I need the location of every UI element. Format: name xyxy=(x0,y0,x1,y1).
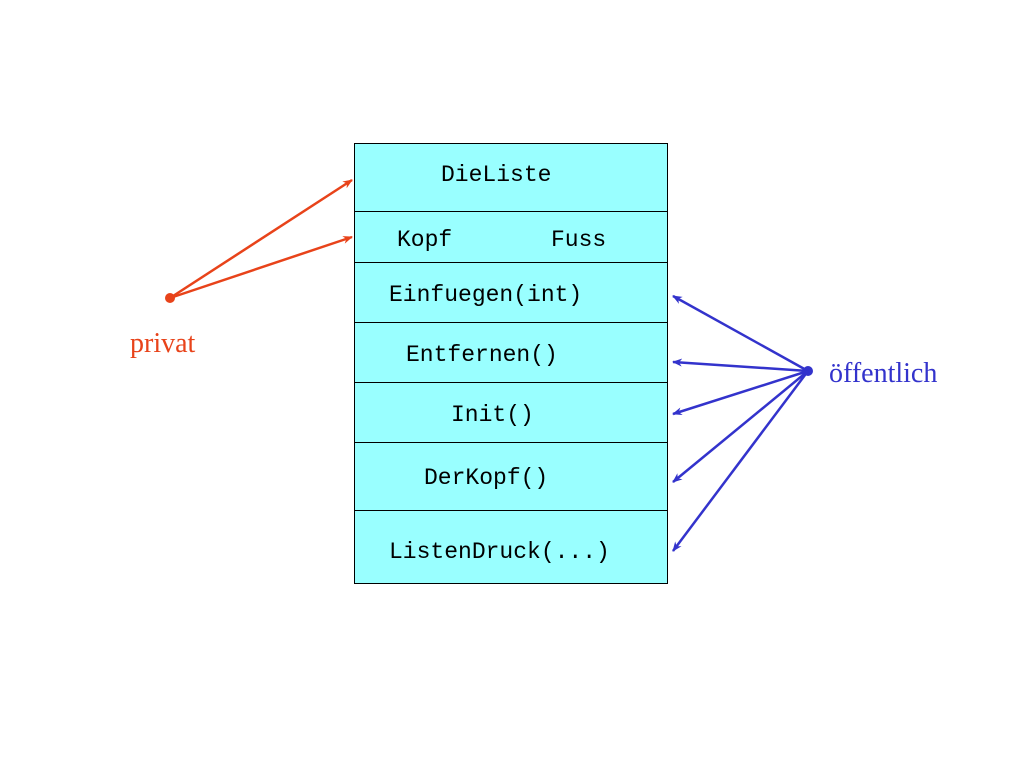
method-entfernen: Entfernen() xyxy=(406,342,558,368)
attribute-kopf: Kopf xyxy=(397,227,453,253)
attribute-fuss: Fuss xyxy=(551,227,607,253)
method-row-entfernen: Entfernen() xyxy=(355,323,667,383)
public-arrow-derkopf xyxy=(672,370,809,483)
private-arrow-to-class-name xyxy=(169,178,353,300)
class-name-row: DieListe xyxy=(355,144,667,212)
method-row-listendruck: ListenDruck(...) xyxy=(355,511,667,585)
attributes-row: Kopf Fuss xyxy=(355,212,667,263)
method-row-derkopf: DerKopf() xyxy=(355,443,667,511)
method-init: Init() xyxy=(451,402,534,428)
private-arrow-to-attributes xyxy=(169,235,353,300)
method-row-init: Init() xyxy=(355,383,667,443)
public-arrows xyxy=(672,294,813,552)
method-listendruck: ListenDruck(...) xyxy=(389,539,610,565)
private-arrows xyxy=(165,178,353,303)
public-arrow-listendruck xyxy=(672,370,809,552)
class-name: DieListe xyxy=(441,162,552,188)
private-label: privat xyxy=(130,328,196,359)
private-origin-dot xyxy=(165,293,175,303)
method-row-einfuegen: Einfuegen(int) xyxy=(355,263,667,323)
public-arrow-init xyxy=(672,369,809,416)
public-arrow-entfernen xyxy=(672,358,809,373)
class-box: DieListe Kopf Fuss Einfuegen(int) Entfer… xyxy=(354,143,668,584)
method-einfuegen: Einfuegen(int) xyxy=(389,282,583,308)
public-label: öffentlich xyxy=(829,358,938,389)
public-arrow-einfuegen xyxy=(672,294,809,373)
method-derkopf: DerKopf() xyxy=(424,465,549,491)
public-origin-dot xyxy=(803,366,813,376)
